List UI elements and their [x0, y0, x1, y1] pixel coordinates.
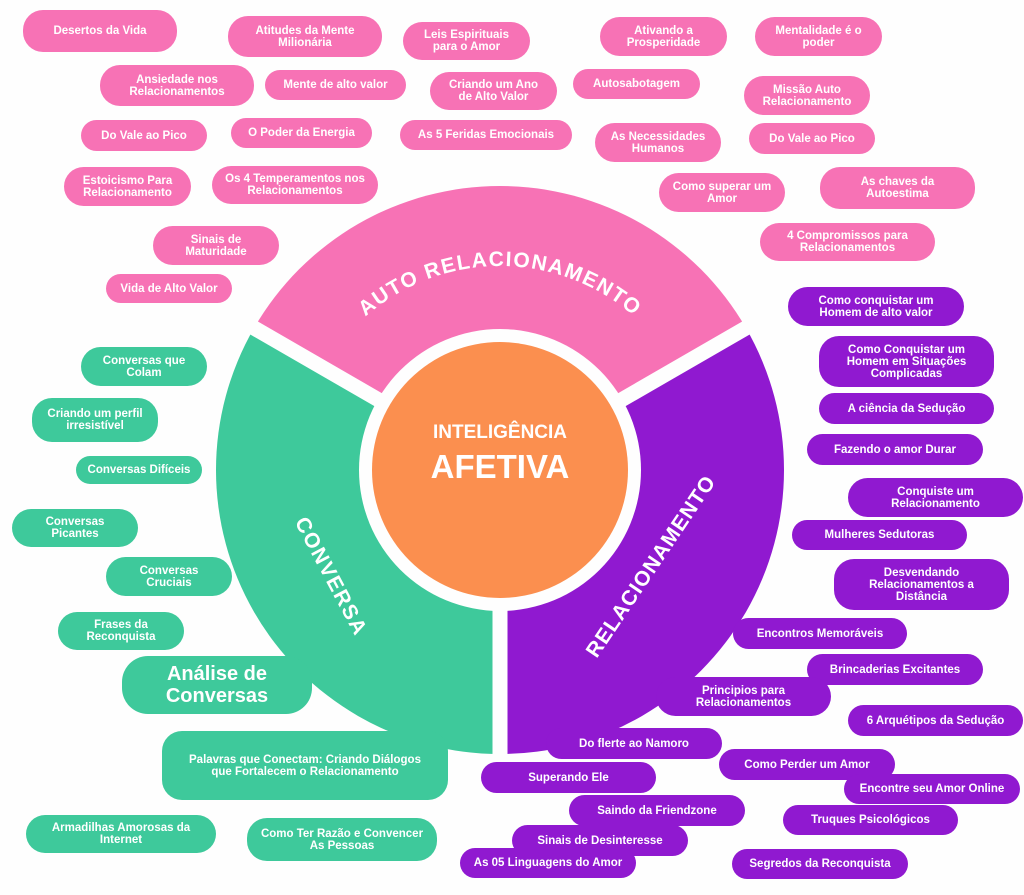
topic-pill-relacionamento[interactable]: Conquiste um Relacionamento	[848, 478, 1023, 517]
center-circle[interactable]	[372, 342, 628, 598]
center-title-line1: INTELIGÊNCIA	[432, 422, 568, 443]
topic-pill-conversa[interactable]: Frases da Reconquista	[58, 612, 184, 650]
topic-pill-auto-relacionamento[interactable]: 4 Compromissos para Relacionamentos	[760, 223, 935, 261]
topic-pill-auto-relacionamento[interactable]: Ativando a Prosperidade	[600, 17, 727, 56]
center-title-line2: AFETIVA	[430, 448, 570, 485]
topic-pill-relacionamento[interactable]: Como conquistar um Homem de alto valor	[788, 287, 964, 326]
topic-pill-auto-relacionamento[interactable]: Estoicismo Para Relacionamento	[64, 167, 191, 206]
topic-pill-conversa[interactable]: Palavras que Conectam: Criando Diálogos …	[162, 731, 448, 800]
topic-pill-conversa[interactable]: Conversas que Colam	[81, 347, 207, 386]
topic-pill-auto-relacionamento[interactable]: Desertos da Vida	[23, 10, 177, 52]
topic-pill-relacionamento[interactable]: Segredos da Reconquista	[732, 849, 908, 879]
topic-pill-relacionamento[interactable]: Principios para Relacionamentos	[656, 677, 831, 716]
topic-pill-auto-relacionamento[interactable]: Sinais de Maturidade	[153, 226, 279, 265]
topic-pill-relacionamento[interactable]: Fazendo o amor Durar	[807, 434, 983, 465]
topic-pill-conversa[interactable]: Análise de Conversas	[122, 656, 312, 714]
topic-pill-auto-relacionamento[interactable]: Os 4 Temperamentos nos Relacionamentos	[212, 166, 378, 204]
topic-pill-auto-relacionamento[interactable]: Atitudes da Mente Milionária	[228, 16, 382, 57]
topic-pill-conversa[interactable]: Criando um perfil irresistível	[32, 398, 158, 442]
topic-pill-conversa[interactable]: Conversas Picantes	[12, 509, 138, 547]
topic-pill-auto-relacionamento[interactable]: Do Vale ao Pico	[81, 120, 207, 151]
topic-pill-relacionamento[interactable]: Mulheres Sedutoras	[792, 520, 967, 550]
topic-pill-conversa[interactable]: Armadilhas Amorosas da Internet	[26, 815, 216, 853]
topic-pill-relacionamento[interactable]: Brincaderias Excitantes	[807, 654, 983, 685]
topic-pill-relacionamento[interactable]: Como Conquistar um Homem em Situações Co…	[819, 336, 994, 387]
topic-pill-auto-relacionamento[interactable]: Criando um Ano de Alto Valor	[430, 72, 557, 110]
topic-pill-conversa[interactable]: Conversas Cruciais	[106, 557, 232, 596]
topic-pill-auto-relacionamento[interactable]: Do Vale ao Pico	[749, 123, 875, 154]
topic-pill-auto-relacionamento[interactable]: Mentalidade é o poder	[755, 17, 882, 56]
topic-pill-auto-relacionamento[interactable]: As chaves da Autoestima	[820, 167, 975, 209]
topic-pill-auto-relacionamento[interactable]: O Poder da Energia	[231, 118, 372, 148]
topic-pill-relacionamento[interactable]: Saindo da Friendzone	[569, 795, 745, 826]
topic-pill-relacionamento[interactable]: Encontre seu Amor Online	[844, 774, 1020, 804]
topic-pill-auto-relacionamento[interactable]: Leis Espirituais para o Amor	[403, 22, 530, 60]
topic-pill-conversa[interactable]: Como Ter Razão e Convencer As Pessoas	[247, 818, 437, 861]
topic-pill-auto-relacionamento[interactable]: Mente de alto valor	[265, 70, 406, 100]
topic-pill-relacionamento[interactable]: A ciência da Sedução	[819, 393, 994, 424]
topic-pill-auto-relacionamento[interactable]: As Necessidades Humanos	[595, 123, 721, 162]
topic-pill-auto-relacionamento[interactable]: As 5 Feridas Emocionais	[400, 120, 572, 150]
topic-pill-relacionamento[interactable]: Superando Ele	[481, 762, 656, 793]
topic-pill-relacionamento[interactable]: 6 Arquétipos da Sedução	[848, 705, 1023, 736]
topic-pill-relacionamento[interactable]: Desvendando Relacionamentos a Distância	[834, 559, 1009, 610]
topic-pill-auto-relacionamento[interactable]: Autosabotagem	[573, 69, 700, 99]
topic-pill-relacionamento[interactable]: As 05 Linguagens do Amor	[460, 848, 636, 878]
topic-pill-auto-relacionamento[interactable]: Missão Auto Relacionamento	[744, 76, 870, 115]
topic-pill-auto-relacionamento[interactable]: Como superar um Amor	[659, 173, 785, 212]
topic-pill-conversa[interactable]: Conversas Difíceis	[76, 456, 202, 484]
topic-pill-relacionamento[interactable]: Truques Psicológicos	[783, 805, 958, 835]
topic-pill-relacionamento[interactable]: Do flerte ao Namoro	[546, 728, 722, 759]
topic-pill-relacionamento[interactable]: Encontros Memoráveis	[733, 618, 907, 649]
topic-pill-auto-relacionamento[interactable]: Vida de Alto Valor	[106, 274, 232, 303]
topic-pill-auto-relacionamento[interactable]: Ansiedade nos Relacionamentos	[100, 65, 254, 106]
